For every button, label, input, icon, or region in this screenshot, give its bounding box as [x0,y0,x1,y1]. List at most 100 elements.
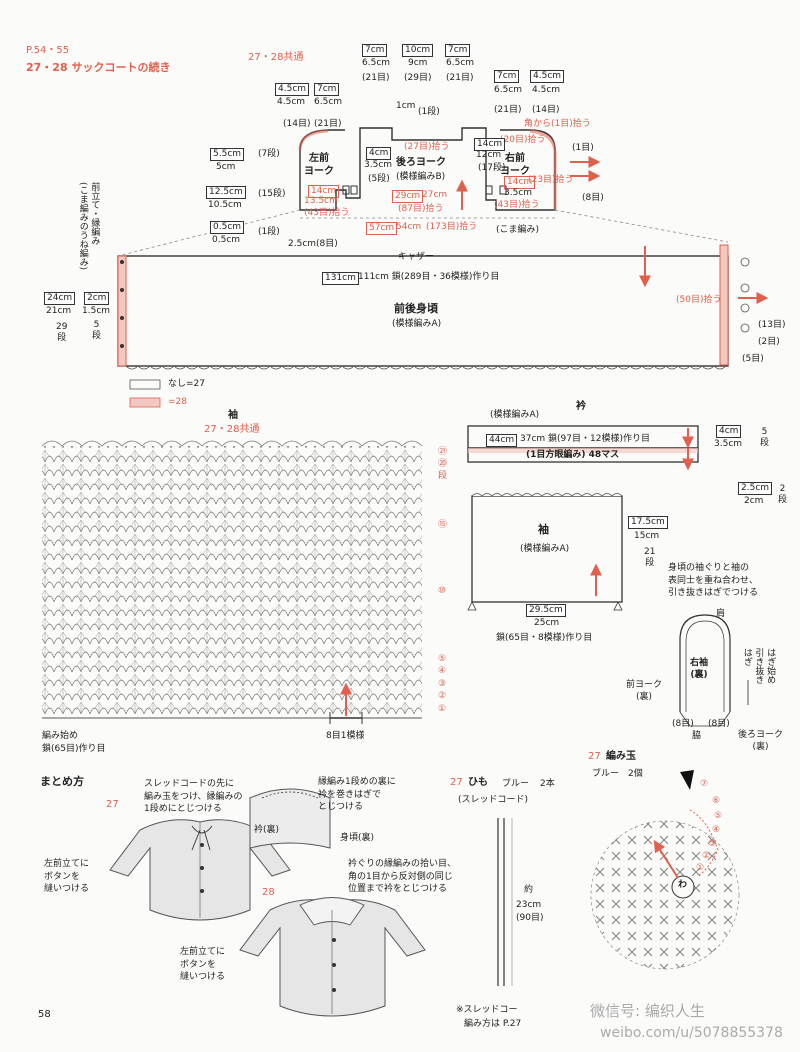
legend-box-28 [129,397,161,408]
left-arm-b: 13.5cm [304,196,338,206]
body-band1: 2cm [84,292,110,305]
neck-height: 1cm [396,101,416,111]
ball-color: ブルー [592,769,620,779]
left-shoulder-c1: (14目) [283,119,311,129]
right-shoulder-c1: (21目) [494,105,522,115]
body-title: 前後身頃 [394,302,438,315]
right-arm-top-b: 14cm [474,138,506,151]
right-shoulder-b2: 4.5cm [532,85,561,95]
body-pattern: (模様編みA) [392,319,442,329]
right-yoke-label: 右前 ヨーク [500,153,530,177]
ball-diagram [590,770,740,970]
attach-shoulder: 肩 [716,609,726,619]
back-yoke-label: 後ろヨーク [396,157,446,168]
watermark-weibo: weibo.com/u/5078855378 [600,1025,783,1041]
ball-count: 2個 [628,769,643,779]
page-number: 58 [38,1009,51,1020]
body-width-b: 111cm 鎖(289目・36模様)作り目 [358,272,500,282]
yoke-inner-marks [342,185,507,195]
right-side-r1: (1目) [572,143,594,153]
right-arm-low-c: (43目)拾う [494,200,540,210]
sleeve-row-3: ③ [438,679,447,689]
collar-pattern: (模様編みA) [490,410,540,420]
ball-row-3: ③ [708,839,717,849]
left-shoulder-a2: 4.5cm [277,97,306,107]
ball-row-5: ⑤ [714,811,723,821]
attach-back-yoke: 後ろヨーク (裏) [738,730,784,752]
ball-number: 27 [588,751,601,762]
himo-len3: (90目) [516,913,544,923]
neck-pick: (27目)拾う [404,142,450,152]
body-r2: (2目) [758,337,780,347]
koma-label: (こま編み) [496,225,540,235]
matome-title: まとめ方 [40,775,84,788]
collar-piece [467,425,699,471]
right-arm-low-d: (23目)拾う [528,175,574,185]
left-shoulder-b2: 6.5cm [314,97,343,107]
yoke-common-label: 27・28共通 [248,52,304,63]
attach-note: 身頃の袖ぐりと袖の 表同士を重ね合わせ、 引き抜きはぎでつける [668,563,759,599]
sleeve-row-10: ⑩ [438,586,447,596]
body-back-label: 身頃(裏) [340,833,375,843]
left-side-b2: 10.5cm [208,200,242,210]
left-side-c1: 0.5cm [210,221,245,234]
yoke-gap: 2.5cm(8目) [288,239,338,249]
himo-title: ひも [468,777,488,788]
button-note-27: 左前立てに ボタンを 縫いつける [44,859,90,895]
himo-count: 2本 [540,779,555,789]
attach-side-label: 脇 [692,731,702,741]
body-width-a: 131cm [322,272,359,285]
sleeve-row-5: ⑤ [438,654,447,664]
sleeve-row-unit: 段 [438,471,448,481]
himo-type: (スレッドコード) [458,795,529,805]
collar-hr: 5 段 [760,427,770,448]
yoke-top-w1a: 7cm [362,44,388,57]
page-title: 27・28 サックコートの続き [26,61,171,74]
collar-b2: 2cm [744,496,764,506]
right-side-r2: (8目) [582,193,604,203]
yoke-top-w1c: (21目) [362,73,390,83]
himo-color: ブルー [502,779,530,789]
sleeve-piece [467,493,623,611]
right-arm-top-a: (20目)拾う [500,135,546,145]
right-arm-top-c: 12cm [476,150,502,160]
sleeve-chain: 鎖(65目・8模様)作り目 [496,633,593,643]
attach-side-right: (8目) [708,719,730,729]
yoke-top-w2c: (29目) [404,73,432,83]
himo-number: 27 [450,777,463,788]
left-side-b1: 12.5cm [206,186,246,199]
matome-28-number: 28 [262,887,275,898]
attach-hagi: はぎ始め 引き抜き はぎ [741,648,776,684]
watermark-wechat: 微信号: 编织人生 [590,1002,705,1020]
ball-row-4: ④ [712,825,721,835]
sleeve-chart-common: 27・28共通 [204,424,260,435]
right-shoulder-a1: 7cm [494,70,520,83]
left-side-a2: 5cm [216,162,236,172]
ball-row-1: ① [696,863,705,873]
sleeve-chart-start: 編み始め 鎖(65目)作り目 [42,731,106,754]
yoke-to-body-guides [117,209,729,257]
left-arm-a: 14cm [308,185,340,198]
left-shoulder-a1: 4.5cm [275,83,310,96]
sleeve-w1: 29.5cm [526,604,566,617]
left-shoulder-c2: (21目) [314,119,342,129]
ball-title: 編み玉 [606,751,636,762]
himo-note2: 編み方は P.27 [464,1019,522,1029]
ball-row-6: ⑥ [712,796,721,806]
sleeve-title: 袖 [538,523,549,536]
yoke-top-w2a: 10cm [402,44,434,57]
himo-cord [497,818,513,986]
sleeve-row-21: ㉑ [438,447,448,457]
button-note-28: 左前立てに ボタンを 縫いつける [180,947,226,983]
left-side-a1: 5.5cm [210,148,245,161]
coat-28-sketch [239,897,426,1017]
right-arm-low-a: 14cm [504,176,536,189]
total-pick-c: (173目)拾う [426,222,478,232]
left-side-ar: (7段) [258,149,280,159]
attach-diagram [679,614,749,727]
sleeve-row-4: ④ [438,666,447,676]
right-shoulder-a2: 6.5cm [494,85,523,95]
pick-note-28: 衿ぐりの縁編みの拾い目、 角の1目から反対側の同じ 位置まで衿をとじつける [348,859,457,895]
sleeve-hr: 21 段 [644,547,656,568]
sleeve-pattern: (模様編みA) [520,544,570,554]
